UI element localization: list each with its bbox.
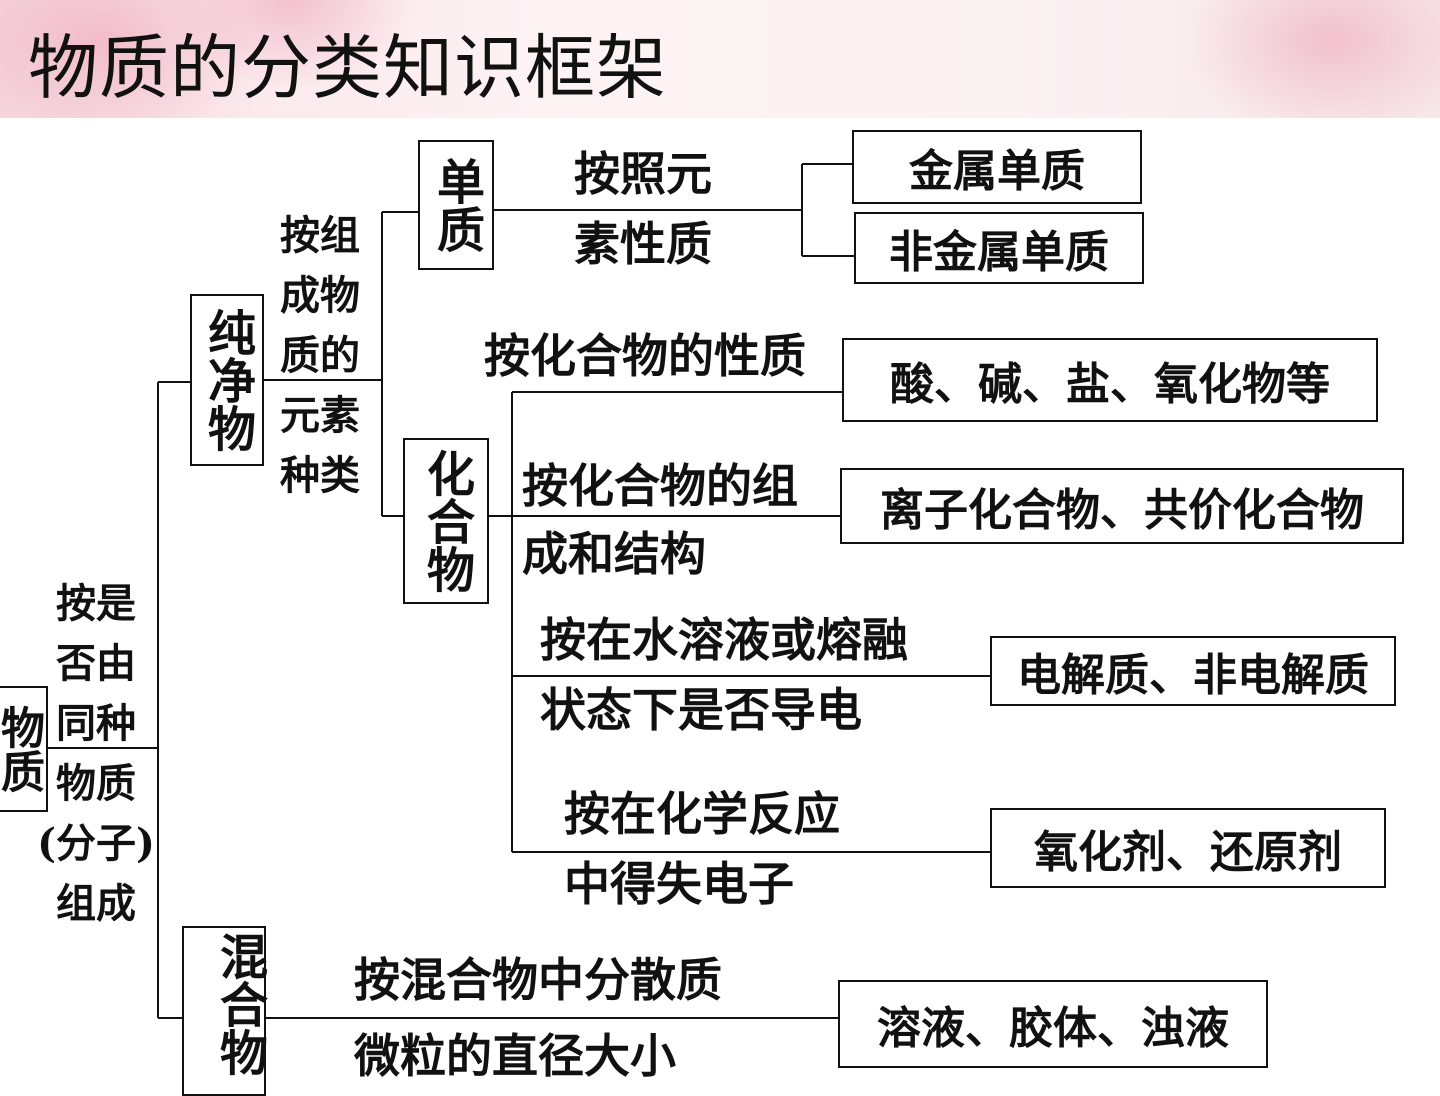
criterion-line: 成物 [280, 266, 380, 326]
acid-base-salt-label: 酸、碱、盐、氧化物等 [890, 348, 1330, 412]
compound-criterion-3-line-1: 按在水溶液或熔融 [540, 614, 908, 666]
mixture-criterion-line-1: 按混合物中分散质 [354, 954, 722, 1006]
compound-criterion-4-line-2: 中得失电子 [564, 858, 794, 910]
compound-box: 化合物 [403, 438, 489, 604]
metal-element-label: 金属单质 [909, 135, 1085, 199]
metal-element-box: 金属单质 [852, 130, 1142, 204]
dispersion-types-box: 溶液、胶体、浊液 [838, 980, 1268, 1068]
nonmetal-element-label: 非金属单质 [889, 216, 1109, 280]
pure-criterion: 按组 成物 质的 元素 种类 [280, 206, 380, 506]
compound-criterion-1: 按化合物的性质 [484, 330, 806, 382]
compound-label: 化合物 [421, 449, 471, 593]
element-criterion-line-2: 素性质 [574, 218, 712, 270]
acid-base-salt-box: 酸、碱、盐、氧化物等 [842, 338, 1378, 422]
criterion-line: 物质 [34, 754, 158, 814]
electrolyte-label: 电解质、非电解质 [1017, 639, 1369, 703]
oxidant-reductant-box: 氧化剂、还原剂 [990, 808, 1386, 888]
criterion-line: 按是 [34, 574, 158, 634]
nonmetal-element-box: 非金属单质 [854, 212, 1144, 284]
compound-criterion-2-line-1: 按化合物的组 [522, 460, 798, 512]
pure-substance-label: 纯净物 [202, 308, 252, 452]
criterion-line: 元素 [280, 386, 380, 446]
criterion-line: 组成 [34, 874, 158, 934]
root-criterion: 按是 否由 同种 物质 (分子) 组成 [34, 574, 158, 934]
ionic-covalent-box: 离子化合物、共价化合物 [840, 468, 1404, 544]
dispersion-types-label: 溶液、胶体、浊液 [877, 992, 1229, 1056]
electrolyte-box: 电解质、非电解质 [990, 636, 1396, 706]
criterion-line: 按组 [280, 206, 380, 266]
element-criterion-line-1: 按照元 [574, 148, 712, 200]
element-substance-label: 单质 [431, 157, 481, 253]
mixture-box: 混合物 [182, 926, 266, 1096]
compound-criterion-3-line-2: 状态下是否导电 [540, 684, 862, 736]
criterion-line: 同种 [34, 694, 158, 754]
criterion-line: (分子) [34, 814, 158, 874]
criterion-line: 否由 [34, 634, 158, 694]
compound-criterion-2-line-2: 成和结构 [522, 528, 706, 580]
mixture-label: 混合物 [214, 932, 264, 1076]
compound-criterion-4-line-1: 按在化学反应 [564, 788, 840, 840]
element-substance-box: 单质 [418, 140, 494, 270]
pure-substance-box: 纯净物 [190, 294, 264, 466]
ionic-covalent-label: 离子化合物、共价化合物 [880, 474, 1364, 538]
oxidant-reductant-label: 氧化剂、还原剂 [1034, 816, 1342, 880]
mixture-criterion-line-2: 微粒的直径大小 [354, 1030, 676, 1082]
criterion-line: 种类 [280, 446, 380, 506]
criterion-line: 质的 [280, 326, 380, 386]
